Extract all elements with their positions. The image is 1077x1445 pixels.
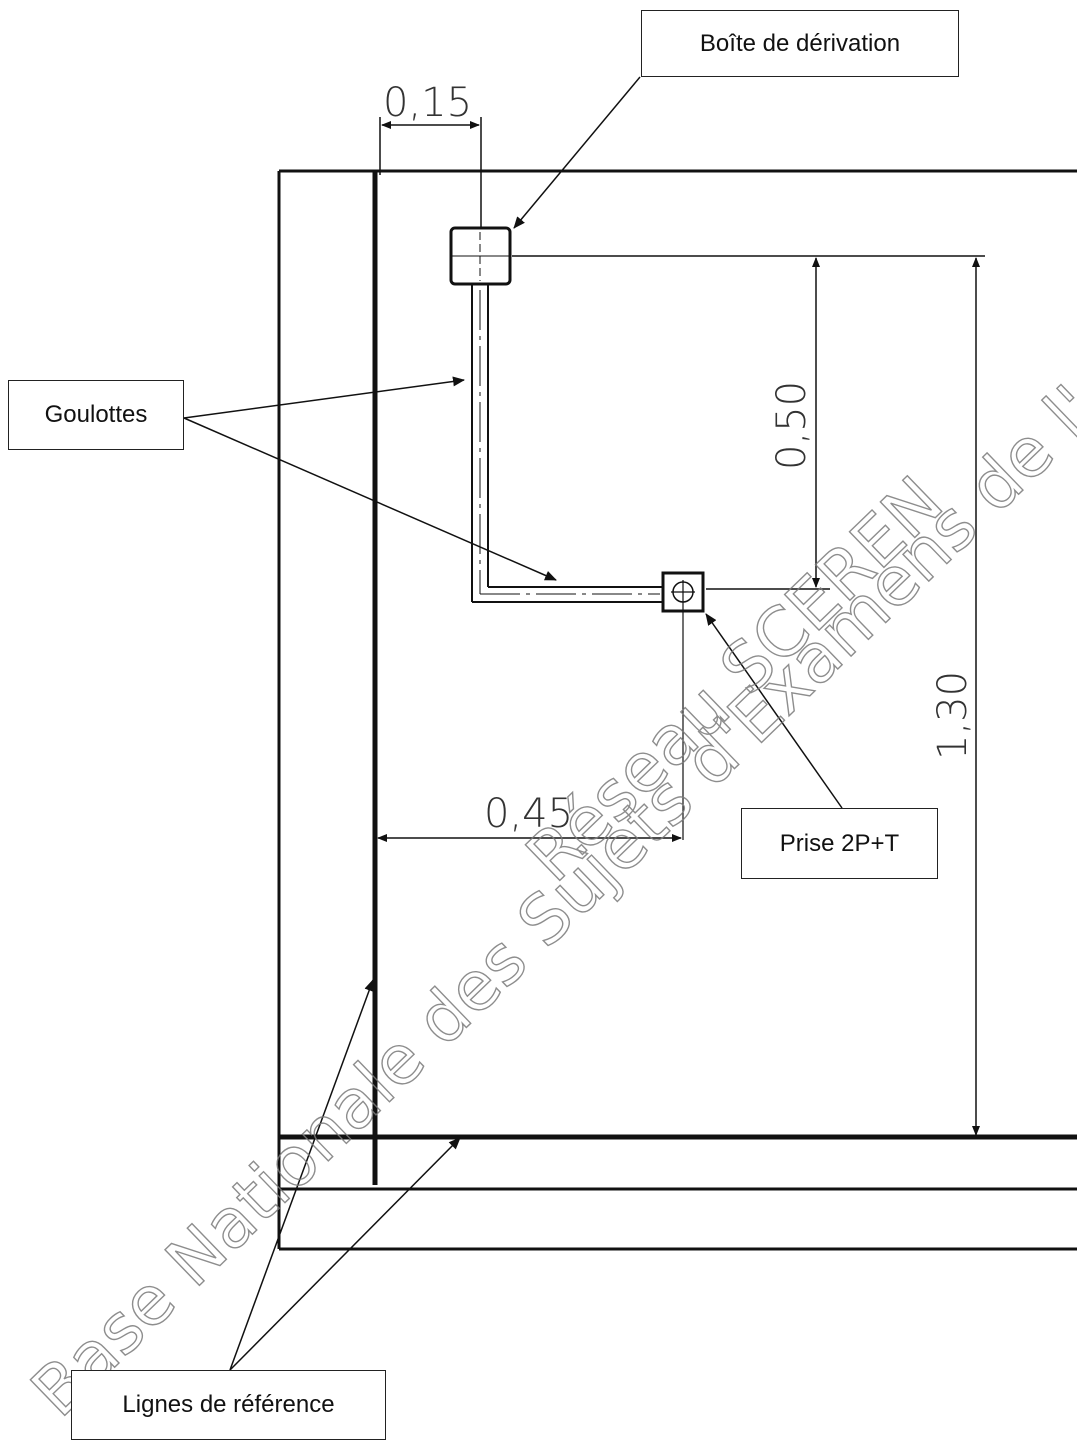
dimension-label-0-45: 0,45 bbox=[484, 791, 573, 837]
leader-arrows bbox=[183, 76, 843, 1371]
leader-ligne-verticale bbox=[229, 979, 374, 1371]
dimension-1-30 bbox=[830, 255, 985, 1136]
watermark-line-1: Base Nationale des Sujets d'Examens de l… bbox=[17, 33, 1077, 1433]
junction-box bbox=[449, 226, 512, 286]
socket-2p-t bbox=[661, 571, 705, 840]
dimension-label-0-15: 0,15 bbox=[383, 80, 472, 126]
label-lignes-reference: Lignes de référence bbox=[71, 1370, 386, 1440]
label-boite-derivation: Boîte de dérivation bbox=[641, 10, 959, 77]
cable-duct bbox=[471, 284, 665, 603]
leader-boite-derivation bbox=[513, 76, 641, 229]
dimension-label-1-30: 1,30 bbox=[930, 671, 976, 760]
leader-goulotte-vertical bbox=[183, 376, 465, 419]
watermark: Base Nationale des Sujets d'Examens de l… bbox=[16, 32, 1077, 1433]
dimension-0-50 bbox=[512, 255, 830, 590]
dimension-0-15 bbox=[379, 117, 482, 228]
label-goulottes: Goulottes bbox=[8, 380, 184, 450]
leader-goulotte-horizontal bbox=[183, 417, 557, 581]
dimension-label-0-50: 0,50 bbox=[769, 381, 815, 470]
leader-ligne-sol bbox=[229, 1137, 461, 1371]
wall-outline bbox=[277, 169, 1077, 1251]
leader-prise bbox=[705, 613, 843, 809]
label-prise: Prise 2P+T bbox=[741, 808, 938, 879]
